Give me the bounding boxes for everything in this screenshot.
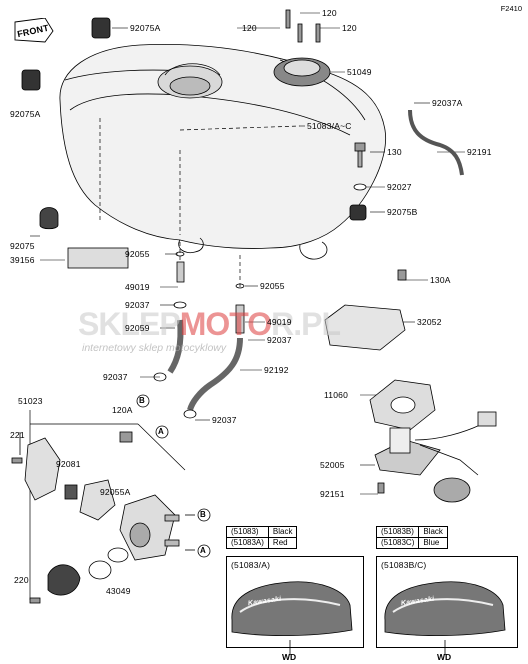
part-label: 130 <box>387 147 402 157</box>
part-label: 220 <box>14 575 29 585</box>
legend-color: Red <box>267 537 298 549</box>
watermark-brand: SKLEPMOTOR.PL <box>78 306 341 343</box>
legend-code: (51083A) <box>226 537 269 549</box>
part-label: 92075A <box>10 109 41 119</box>
callout-letter: A <box>200 546 206 555</box>
part-label: 32052 <box>417 317 442 327</box>
part-label: 92075B <box>387 207 418 217</box>
tank-variant-right-drawing <box>384 581 506 655</box>
watermark-brand-c: R.PL <box>271 306 341 342</box>
callout-circle-a <box>197 544 211 558</box>
part-label: 92192 <box>264 365 289 375</box>
part-label: 49019 <box>125 282 150 292</box>
tank-variant-left-drawing <box>231 581 353 655</box>
part-label: 130A <box>430 275 451 285</box>
part-label: 92055 <box>125 249 150 259</box>
watermark-brand-b: MOTO <box>179 306 272 342</box>
variant-box-left <box>226 556 364 648</box>
part-label: 120A <box>112 405 133 415</box>
part-label: 92075A <box>130 23 161 33</box>
part-label: 92059 <box>125 323 150 333</box>
diagram-code: F2410 <box>500 4 522 13</box>
callout-circle-a <box>155 425 169 439</box>
variant-foot-label: WD <box>437 652 452 662</box>
part-label: 49019 <box>267 317 292 327</box>
legend-color: Blue <box>418 537 448 549</box>
legend-code: (51083) <box>226 526 269 538</box>
part-label: 92037 <box>125 300 150 310</box>
legend-code: (51083B) <box>375 526 420 538</box>
part-label: 92037A <box>432 98 463 108</box>
part-label: 120 <box>342 23 357 33</box>
part-label: 51049 <box>347 67 372 77</box>
part-label: 120 <box>322 8 337 18</box>
variant-title: (51083B/C) <box>381 560 427 570</box>
part-label: 92055 <box>260 281 285 291</box>
callout-letter: B <box>139 396 145 405</box>
part-label: 92081 <box>56 459 81 469</box>
legend-row: (51083)Black <box>226 526 298 538</box>
watermark-brand-a: SKLEP <box>78 306 181 342</box>
watermark-tagline: internetowy sklep motocyklowy <box>82 342 227 354</box>
part-label: 92151 <box>320 489 345 499</box>
fuel-cap <box>273 9 331 87</box>
part-label: 92055A <box>100 487 131 497</box>
legend-row: (51083B)Black <box>375 526 448 538</box>
variant-title: (51083/A) <box>231 560 271 570</box>
legend-row: (51083C)Blue <box>375 537 448 549</box>
part-label: 120 <box>242 23 257 33</box>
legend-color: Black <box>418 526 448 538</box>
part-label: 11060 <box>324 390 349 400</box>
callout-letter: A <box>158 427 164 436</box>
part-label: 51083/A~C <box>307 121 352 131</box>
fuel-tank <box>59 43 387 260</box>
part-label: 92027 <box>387 182 412 192</box>
part-label: 43049 <box>106 586 131 596</box>
variant-box-right <box>376 556 518 648</box>
color-legend-right: (51083B)Black (51083C)Blue <box>375 526 448 549</box>
part-label: 92037 <box>103 372 128 382</box>
callout-letter: B <box>200 510 206 519</box>
part-label: 92037 <box>267 335 292 345</box>
part-label: 221 <box>10 430 25 440</box>
variant-foot-label: WD <box>282 652 297 662</box>
part-label: 92037 <box>212 415 237 425</box>
rubber-damper-icon <box>91 17 111 39</box>
callout-circle-b <box>136 394 150 408</box>
legend-row: (51083A)Red <box>226 537 298 549</box>
callout-circle-b <box>197 508 211 522</box>
part-label: 51023 <box>18 396 43 406</box>
color-legend-left: (51083)Black (51083A)Red <box>226 526 298 549</box>
legend-color: Black <box>267 526 298 538</box>
part-label: 92075 <box>10 241 35 251</box>
part-label: 39156 <box>10 255 35 265</box>
legend-code: (51083C) <box>375 537 420 549</box>
fuel-petcock <box>11 431 180 604</box>
rubber-damper-icon <box>349 204 367 221</box>
part-label: 92191 <box>467 147 492 157</box>
front-arrow-icon <box>14 18 54 43</box>
rubber-damper-icon <box>21 69 41 91</box>
part-label: 52005 <box>320 460 345 470</box>
